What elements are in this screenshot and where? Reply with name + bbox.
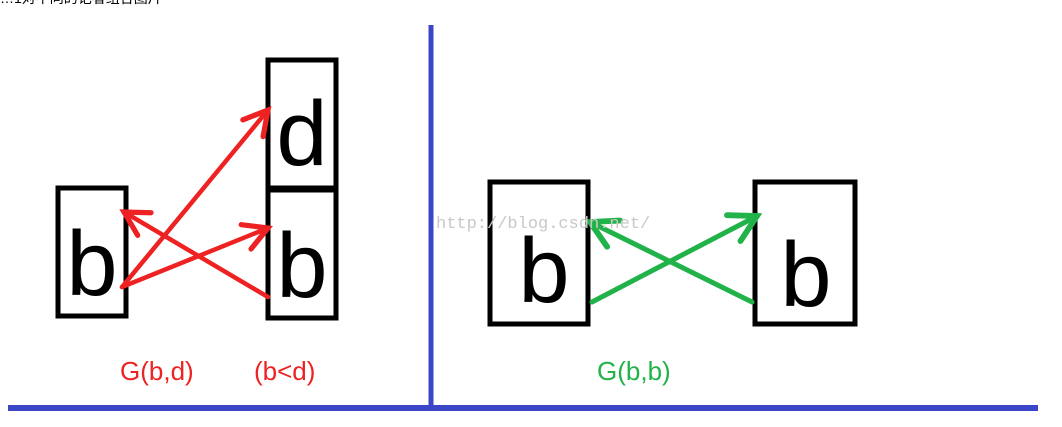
arrow-green-left-to-right <box>589 216 757 305</box>
right-left-box <box>487 179 591 327</box>
top-right-box-letter: d <box>276 83 327 185</box>
left-box <box>55 185 129 319</box>
right-right-box <box>752 179 858 327</box>
left-relation-label: G(b,d) <box>120 356 194 386</box>
right-relation-label: G(b,b) <box>597 356 671 386</box>
arrow-b-to-d <box>119 110 268 290</box>
arrow-b-back-to-b <box>124 212 271 300</box>
arrow-green-right-to-left <box>590 222 755 305</box>
right-panel: b b G(b,b) <box>487 179 858 386</box>
bottom-right-box-letter: b <box>276 215 327 317</box>
right-right-box-letter: b <box>780 224 831 326</box>
left-condition-label: (b<d) <box>254 356 315 386</box>
left-panel: b d b G(b,d) (b<d) <box>55 57 339 386</box>
watermark-text: http://blog.csdn.net/ <box>436 215 650 234</box>
arrow-b-to-b <box>119 228 268 290</box>
bottom-right-box <box>265 187 339 321</box>
top-caption: …1对不同的记者组合图片 <box>0 0 162 8</box>
left-box-letter: b <box>66 213 117 315</box>
right-left-box-letter: b <box>518 220 569 322</box>
